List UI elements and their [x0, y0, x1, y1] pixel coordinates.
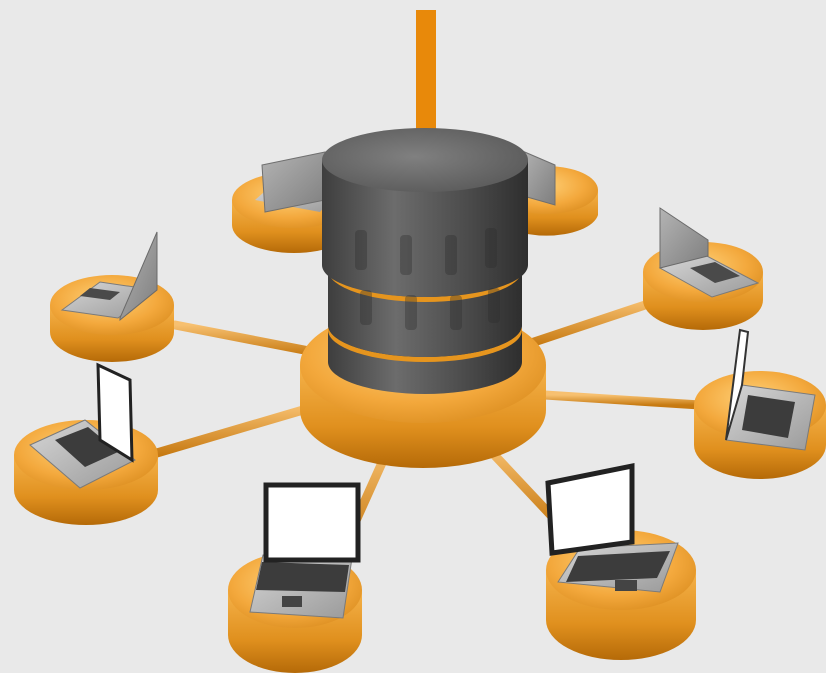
network-cable-icon: [145, 400, 325, 460]
network-cable-icon: [170, 320, 335, 360]
database-icon: [322, 128, 528, 394]
uplink-icon: [416, 10, 436, 130]
laptop-node-left: [50, 231, 174, 362]
network-cable-icon: [540, 390, 705, 410]
laptop-node-left-lower: [14, 362, 158, 525]
laptop-icon: [545, 462, 679, 593]
laptop-node-bottom-right: [545, 462, 696, 660]
network-cable-icon: [520, 295, 665, 350]
laptop-icon: [725, 328, 816, 451]
laptop-node-bottom-center: [228, 482, 362, 673]
laptop-icon: [60, 231, 158, 322]
laptop-node-right-lower: [694, 328, 826, 479]
laptop-icon: [658, 207, 760, 298]
laptop-icon: [29, 362, 136, 489]
laptop-icon: [249, 482, 361, 619]
laptop-node-right-upper: [643, 207, 763, 330]
